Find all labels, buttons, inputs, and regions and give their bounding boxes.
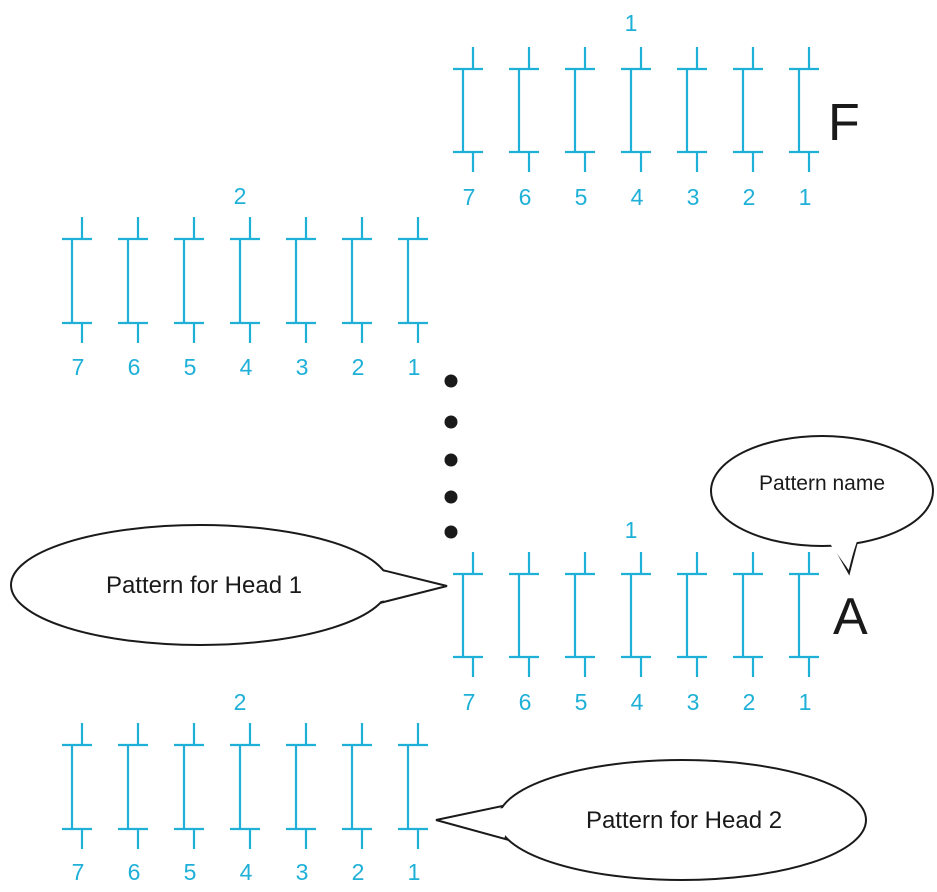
nozzle-number: 6: [519, 184, 532, 210]
nozzle-number: 5: [184, 859, 197, 885]
nozzle-number: 2: [743, 689, 756, 715]
nozzle-number: 4: [631, 689, 644, 715]
nozzle-number: 7: [72, 354, 85, 380]
nozzle-bar: [286, 723, 316, 849]
nozzle-number: 2: [352, 859, 365, 885]
nozzle-number: 3: [687, 689, 700, 715]
nozzle-bar: [621, 552, 651, 677]
nozzle-bar: [453, 47, 483, 172]
nozzle-number: 5: [184, 354, 197, 380]
dot: [444, 525, 458, 539]
nozzle-bar: [286, 217, 316, 343]
nozzle-number: 3: [687, 184, 700, 210]
nozzle-number: 3: [296, 354, 309, 380]
nozzle-bar: [733, 552, 763, 677]
nozzle-bar: [453, 552, 483, 677]
speech-bubble: [710, 435, 934, 547]
nozzle-bar: [230, 723, 260, 849]
nozzle-bar: [118, 723, 148, 849]
nozzle-number: 5: [575, 184, 588, 210]
nozzle-number: 4: [240, 354, 253, 380]
nozzle-number: 1: [799, 184, 812, 210]
nozzle-bar: [230, 217, 260, 343]
nozzle-bar: [174, 217, 204, 343]
pattern-f-head1: 1 7 6 5 4 3 2 1: [453, 10, 819, 210]
callout-text: Pattern for Head 2: [586, 807, 782, 834]
top-label: 2: [234, 689, 247, 715]
nozzle-number: 6: [519, 689, 532, 715]
callout-text: Pattern for Head 1: [106, 572, 302, 599]
nozzle-bar: [342, 217, 372, 343]
nozzle-number: 7: [72, 859, 85, 885]
callout-pattern-name: Pattern name: [710, 435, 934, 576]
nozzle-bar: [565, 47, 595, 172]
nozzle-number: 2: [352, 354, 365, 380]
nozzle-number: 1: [408, 859, 421, 885]
pattern-a-head1: 1 7 6 5 4 3 2 1: [453, 517, 819, 715]
nozzle-bar: [789, 47, 819, 172]
top-label: 2: [234, 183, 247, 209]
nozzle-bar: [677, 552, 707, 677]
nozzle-number: 7: [463, 689, 476, 715]
nozzle-bar: [62, 217, 92, 343]
nozzle-bar: [398, 217, 428, 343]
nozzle-bar: [789, 552, 819, 677]
dot: [444, 453, 458, 467]
callout-head1: Pattern for Head 1: [10, 524, 448, 646]
nozzle-number: 5: [575, 689, 588, 715]
nozzle-bar: [62, 723, 92, 849]
nozzle-bar: [174, 723, 204, 849]
nozzle-bar: [509, 552, 539, 677]
pattern-a-head2: 2 7 6 5 4 3 2 1: [62, 689, 428, 885]
nozzle-bar: [509, 47, 539, 172]
nozzle-number: 1: [799, 689, 812, 715]
nozzle-bar: [677, 47, 707, 172]
callout-text: Pattern name: [759, 472, 885, 495]
dot: [444, 415, 458, 429]
nozzle-number: 7: [463, 184, 476, 210]
nozzle-number: 1: [408, 354, 421, 380]
nozzle-number: 4: [240, 859, 253, 885]
nozzle-number: 6: [128, 354, 141, 380]
nozzle-number: 6: [128, 859, 141, 885]
nozzle-number: 4: [631, 184, 644, 210]
pattern-name-a: A: [833, 588, 868, 646]
dot: [444, 490, 458, 504]
nozzle-number: 2: [743, 184, 756, 210]
nozzle-bar: [398, 723, 428, 849]
top-label: 1: [625, 517, 638, 543]
pattern-name-f: F: [828, 94, 860, 152]
nozzle-bar: [342, 723, 372, 849]
nozzle-number: 3: [296, 859, 309, 885]
nozzle-bar: [621, 47, 651, 172]
callout-head2: Pattern for Head 2: [435, 759, 867, 881]
ellipsis-dots: [444, 374, 458, 539]
top-label: 1: [625, 10, 638, 36]
dot: [444, 374, 458, 388]
nozzle-bar: [565, 552, 595, 677]
pattern-f-head2: 2 7 6 5 4 3 2 1: [62, 183, 428, 380]
nozzle-bar: [118, 217, 148, 343]
nozzle-bar: [733, 47, 763, 172]
